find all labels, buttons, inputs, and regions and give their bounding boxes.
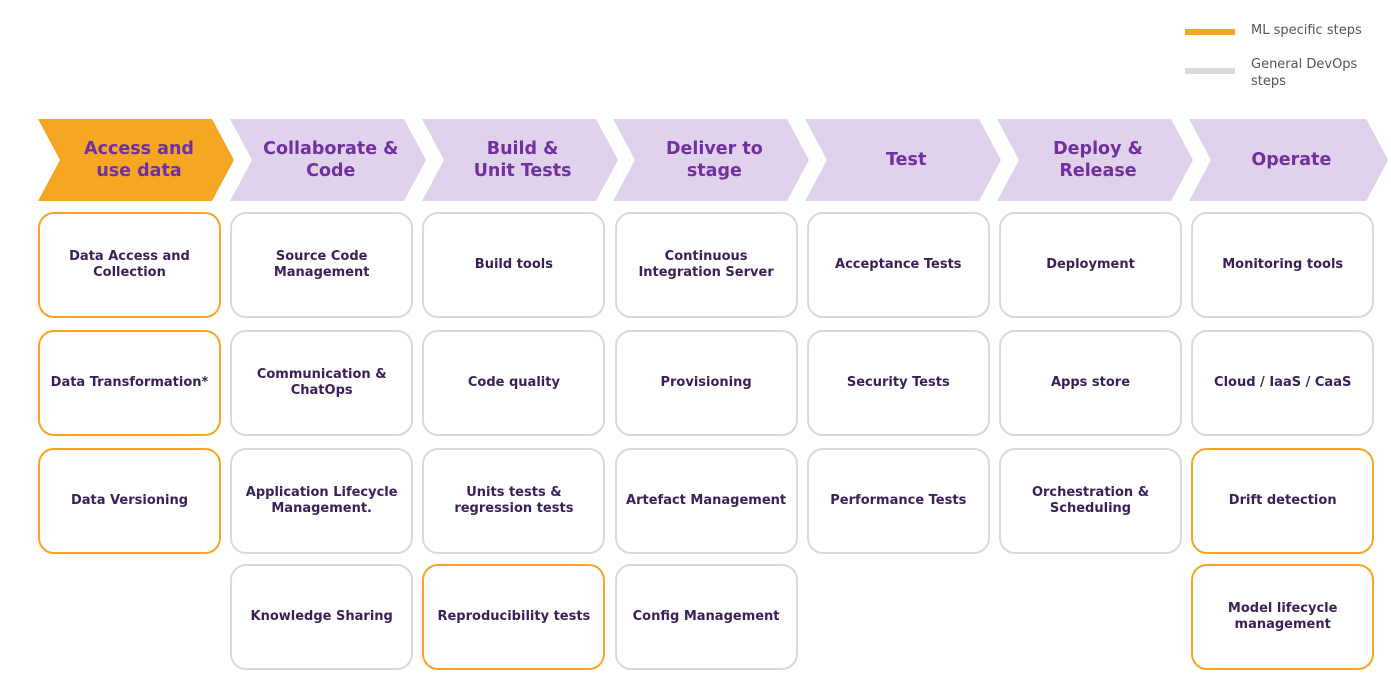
stage-chevron: Operate (1188, 119, 1388, 201)
legend-item-general: General DevOps steps (1185, 56, 1385, 89)
legend-label-general: General DevOps steps (1251, 57, 1358, 89)
devops-step-card: Security Tests (806, 330, 990, 436)
step-card-label: Source Code Management (273, 249, 370, 280)
devops-step-card: Communication & ChatOps (230, 330, 414, 436)
chevron-fill (997, 119, 1193, 201)
chevron-shape (421, 119, 618, 201)
devops-step-card: Cloud / IaaS / CaaS (1191, 330, 1375, 436)
ml-step-card: Data Access and Collection (38, 212, 221, 318)
step-card-label: Data Versioning (70, 493, 189, 508)
chevron-fill (613, 119, 810, 201)
ml-step-card: Data Transformation* (38, 330, 221, 436)
devops-step-card: Artefact Management (614, 448, 798, 554)
step-card-label: Monitoring tools (1222, 257, 1344, 272)
devops-step-card: Provisioning (614, 330, 798, 436)
chevron-fill (38, 119, 234, 201)
ml-step-card: Drift detection (1191, 448, 1375, 554)
step-card-label: Build tools (474, 257, 553, 272)
devops-step-card: Source Code Management (230, 212, 414, 318)
step-card-label: Application Lifecycle Management. (245, 485, 398, 516)
step-card-label: Acceptance Tests (835, 257, 962, 272)
chevron-shape (613, 119, 810, 201)
legend: ML specific steps General DevOps steps (1185, 22, 1385, 90)
step-card-label: Deployment (1046, 257, 1135, 272)
devops-step-card: Build tools (422, 212, 606, 318)
devops-step-card: Deployment (999, 212, 1182, 318)
step-card-label: Data Access and Collection (69, 249, 190, 280)
stage-title: Deploy & Release (1053, 139, 1143, 181)
legend-label-ml: ML specific steps (1251, 23, 1362, 38)
devops-step-card: Code quality (422, 330, 606, 436)
step-card-label: Reproducibility tests (437, 609, 591, 624)
chevron-shape (997, 119, 1193, 201)
stage-title: Test (886, 150, 927, 170)
step-card-label: Model lifecycle management (1227, 601, 1338, 632)
ml-step-card: Reproducibility tests (422, 564, 606, 670)
chevron-shape (805, 119, 1002, 201)
step-card-label: Drift detection (1228, 493, 1337, 508)
ml-step-card: Data Versioning (38, 448, 221, 554)
stage-chevron: Deliver to stage (613, 119, 810, 201)
stage-chevron-row: Access and use data Collaborate & Code Bui… (0, 119, 1391, 201)
step-card-label: Data Transformation* (50, 375, 209, 390)
chevron-fill (229, 119, 426, 201)
stage-title: Collaborate & Code (263, 139, 399, 181)
chevron-fill (421, 119, 618, 201)
legend-swatch-general (1185, 68, 1235, 74)
step-card-label: Cloud / IaaS / CaaS (1214, 375, 1352, 390)
step-card-label: Orchestration & Scheduling (1031, 485, 1150, 516)
devops-step-card: Performance Tests (806, 448, 990, 554)
stage-title: Build & Unit Tests (473, 139, 572, 181)
step-card-label: Communication & ChatOps (256, 367, 387, 398)
step-card-label: Artefact Management (626, 493, 787, 508)
step-card-label: Continuous Integration Server (638, 249, 774, 280)
chevron-fill (1188, 119, 1388, 201)
step-card-label: Code quality (467, 375, 560, 390)
stage-chevron: Collaborate & Code (229, 119, 426, 201)
stage-title: Deliver to stage (666, 139, 763, 181)
chevron-fill (805, 119, 1002, 201)
legend-swatch-ml (1185, 29, 1235, 35)
devops-step-card: Knowledge Sharing (230, 564, 414, 670)
step-card-label: Apps store (1050, 375, 1131, 390)
stage-chevron: Access and use data (38, 119, 234, 201)
stage-chevron: Build & Unit Tests (421, 119, 618, 201)
devops-step-card: Apps store (999, 330, 1182, 436)
step-card-label: Security Tests (846, 375, 950, 390)
stage-chevron: Test (805, 119, 1002, 201)
step-card-label: Config Management (632, 609, 780, 624)
devops-step-card: Monitoring tools (1191, 212, 1375, 318)
chevron-shape (1188, 119, 1388, 201)
step-card-label: Performance Tests (830, 493, 967, 508)
stage-title: Operate (1251, 150, 1332, 170)
step-card-label: Units tests & regression tests (454, 485, 574, 516)
step-card-label: Knowledge Sharing (250, 609, 393, 624)
chevron-shape (229, 119, 426, 201)
devops-step-card: Continuous Integration Server (614, 212, 798, 318)
step-card-label: Provisioning (660, 375, 752, 390)
devops-step-card: Units tests & regression tests (422, 448, 606, 554)
devops-step-card: Config Management (614, 564, 798, 670)
devops-step-card: Application Lifecycle Management. (230, 448, 414, 554)
legend-item-ml: ML specific steps (1185, 22, 1385, 42)
ml-step-card: Model lifecycle management (1191, 564, 1375, 670)
devops-step-card: Acceptance Tests (806, 212, 990, 318)
devops-step-card: Orchestration & Scheduling (999, 448, 1182, 554)
stage-chevron: Deploy & Release (997, 119, 1193, 201)
stage-title: Access and use data (84, 139, 194, 181)
chevron-shape (38, 119, 234, 201)
